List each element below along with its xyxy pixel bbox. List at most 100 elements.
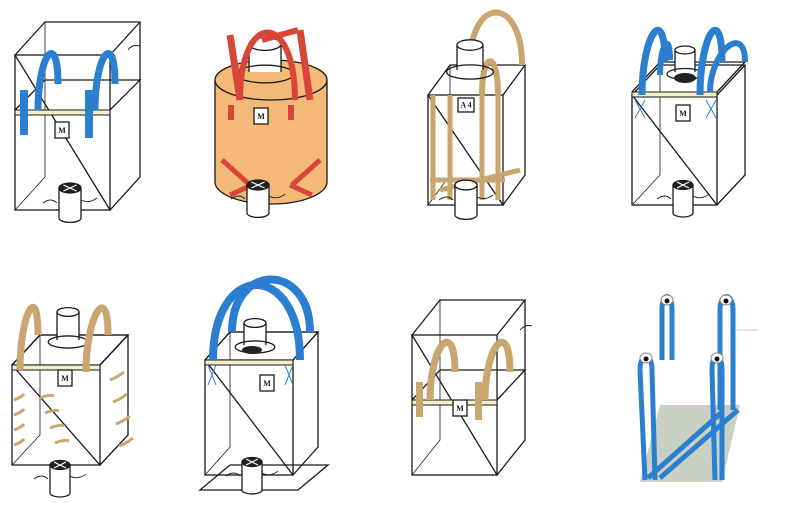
bag-5: M <box>11 303 134 498</box>
spout-opening <box>242 346 262 354</box>
top-panel <box>14 79 142 111</box>
spout <box>454 185 478 221</box>
base-panel <box>198 464 330 491</box>
loop-cap-hole <box>714 356 720 362</box>
lifting-loop <box>16 303 42 371</box>
fill-spout-body <box>675 50 695 72</box>
bag-4: M <box>631 26 748 218</box>
lifting-loop <box>479 58 501 96</box>
tie-loop <box>13 423 26 432</box>
document-pouch-label: M <box>456 404 464 413</box>
tie-loop <box>39 393 55 400</box>
fill-spout-skirt <box>445 64 495 80</box>
document-pouch-label: A 4 <box>460 101 471 110</box>
document-pouch-label: M <box>58 126 66 135</box>
top-seam-band <box>631 91 718 98</box>
tie-loop <box>118 436 134 448</box>
document-pouch <box>253 107 269 125</box>
support-strap <box>659 310 675 360</box>
spout-tie <box>230 193 286 200</box>
loop-stitch <box>207 364 294 386</box>
spout-tie <box>42 197 98 204</box>
lifting-loop <box>696 26 726 96</box>
bag-outline <box>427 64 526 207</box>
tie-loop <box>13 408 26 417</box>
top-seam-band <box>204 359 294 366</box>
document-pouch-label: M <box>257 112 265 121</box>
document-pouch-label: M <box>679 109 687 118</box>
spout <box>58 188 82 224</box>
loop-patch <box>228 105 234 120</box>
spout-tie <box>33 473 87 480</box>
lifting-loop <box>707 40 748 93</box>
lifting-loop <box>85 90 93 138</box>
fill-spout-top <box>674 45 696 55</box>
lifting-loop <box>82 304 112 373</box>
document-pouch <box>675 104 691 122</box>
lifting-loop <box>91 50 119 111</box>
support-strap <box>637 310 740 481</box>
document-pouch <box>259 374 275 392</box>
fill-spout-side <box>56 312 80 340</box>
spout-tie <box>225 470 279 477</box>
tie-loop <box>13 393 26 402</box>
bag-body <box>214 79 328 205</box>
spout-tie <box>438 194 494 201</box>
lifting-loop <box>416 382 423 417</box>
lifting-loop <box>475 382 482 420</box>
bottom-strap <box>220 158 322 198</box>
tie-string <box>127 45 141 51</box>
spout-cross-icon <box>251 181 265 189</box>
spout <box>672 185 694 218</box>
document-pouch <box>57 369 73 387</box>
fill-spout-body <box>57 312 79 340</box>
fill-spout-top <box>243 317 267 329</box>
bag-back-edge <box>204 332 231 476</box>
document-pouch <box>452 399 468 417</box>
tie-loop <box>54 438 70 445</box>
lifting-loop <box>20 90 28 135</box>
top-panel <box>411 369 527 401</box>
bag-7: M <box>411 299 533 477</box>
tie-string <box>519 325 533 331</box>
lifting-strap <box>430 95 501 200</box>
top-seam-band <box>14 109 111 116</box>
bag-6: M <box>198 275 330 495</box>
bag-outline <box>14 21 141 212</box>
spout-cross-icon <box>63 184 77 192</box>
loop-patch <box>288 105 294 120</box>
spout <box>246 185 270 219</box>
tie-loop <box>109 370 125 382</box>
bag-back-edge <box>631 65 661 206</box>
spout-opening <box>454 179 478 191</box>
tie-loop <box>44 408 60 415</box>
tie-loop <box>115 414 131 426</box>
loop-cap-hole <box>664 298 670 304</box>
top-panel <box>11 334 130 366</box>
fill-spout-body <box>244 323 266 345</box>
document-pouch-label: M <box>61 374 69 383</box>
document-pouch <box>54 121 70 139</box>
lifting-loop <box>426 338 459 401</box>
lifting-loop <box>261 27 299 43</box>
loop-cap-hole <box>723 298 729 304</box>
document-pouch <box>457 97 475 113</box>
spout-cross-icon <box>676 181 690 189</box>
spout <box>49 465 71 498</box>
lifting-loop <box>657 40 673 76</box>
spout-tie <box>656 193 710 200</box>
loop-stitch <box>634 99 717 119</box>
bag-outline <box>631 64 746 207</box>
fill-spout-side <box>674 50 696 72</box>
bag-1: M <box>14 21 142 224</box>
tie-loop <box>13 438 26 447</box>
spout-cross-icon <box>245 458 259 466</box>
bag-3: A 4 <box>427 9 526 221</box>
bag-back-edge <box>14 22 46 211</box>
fill-spout-top <box>56 306 80 318</box>
fill-spout-top <box>456 39 484 51</box>
spout-opening <box>674 73 696 83</box>
tie-loop <box>49 423 65 430</box>
